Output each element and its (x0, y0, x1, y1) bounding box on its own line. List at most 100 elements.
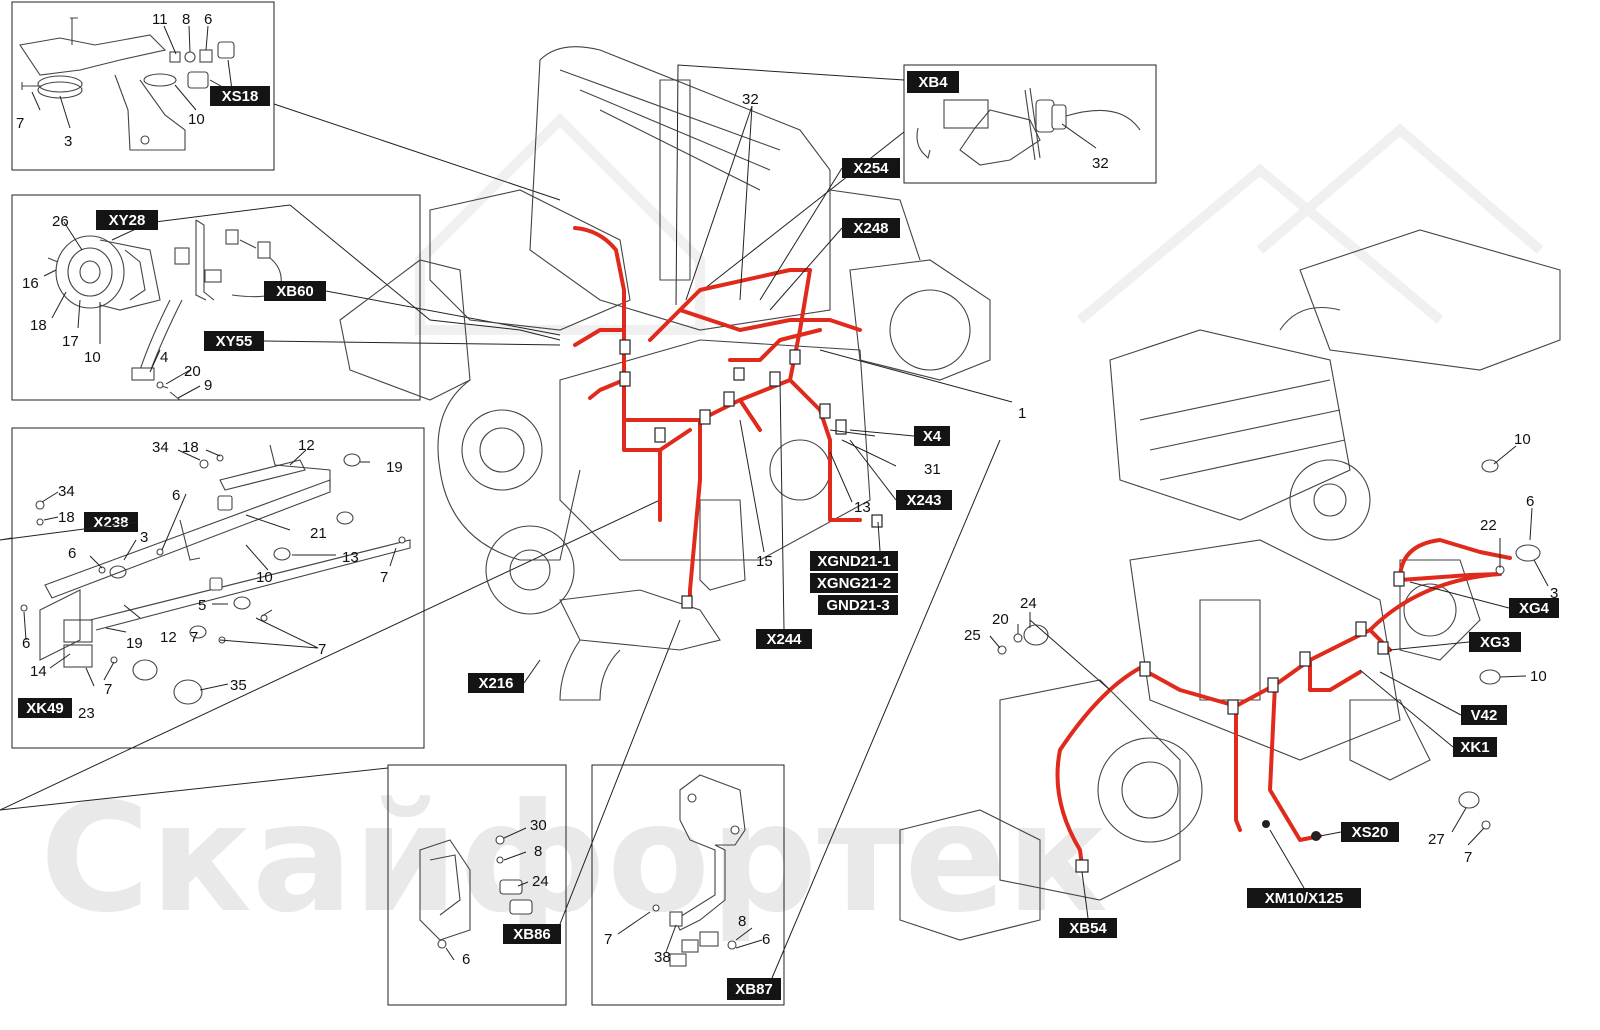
panel-xb4-frame (903, 64, 1157, 184)
callout-7b: 7 (318, 641, 326, 658)
callout-26: 26 (52, 213, 69, 230)
panel-xs18-frame (11, 1, 275, 171)
callout-8: 8 (738, 913, 746, 930)
tag-x4: X4 (914, 426, 950, 446)
svg-text:X244: X244 (766, 631, 802, 648)
panel-x238: 34 18 12 19 6 34 18 3 21 13 7 10 6 5 7 6… (0, 427, 661, 811)
callout-13: 13 (854, 499, 871, 516)
callout-25: 25 (964, 627, 981, 644)
callout-35: 35 (230, 677, 247, 694)
svg-text:XK1: XK1 (1460, 739, 1489, 756)
callout-17: 17 (62, 333, 79, 350)
callout-6: 6 (1526, 493, 1534, 510)
callout-6c: 6 (22, 635, 30, 652)
callout-6: 6 (204, 11, 212, 28)
callout-38: 38 (654, 949, 671, 966)
callout-10b: 10 (1530, 668, 1547, 685)
svg-text:X216: X216 (478, 675, 513, 692)
callout-20: 20 (184, 363, 201, 380)
callout-34b: 34 (58, 483, 75, 500)
callout-20: 20 (992, 611, 1009, 628)
callout-7c: 7 (104, 681, 112, 698)
callout-3: 3 (1550, 585, 1558, 602)
tag-xb86: XB86 (503, 924, 561, 944)
tag-x216: X216 (468, 673, 524, 693)
svg-text:XB54: XB54 (1069, 920, 1107, 937)
tag-xgnd21-1: XGND21-1 (810, 551, 898, 571)
callout-18b: 18 (58, 509, 75, 526)
svg-text:XB60: XB60 (276, 283, 314, 300)
tag-xs18: XS18 (210, 86, 270, 106)
callout-7: 7 (1464, 849, 1472, 866)
tag-xb54: XB54 (1059, 918, 1117, 938)
right-engine: 10 6 22 3 24 20 25 10 27 7 XG4 XG3 V42 X… (899, 229, 1561, 941)
callout-6b: 6 (68, 545, 76, 562)
svg-text:X4: X4 (923, 428, 942, 445)
panel-xs18: 11 8 6 7 3 10 XS18 (11, 1, 275, 171)
tag-x254: X254 (842, 158, 900, 178)
svg-text:XG4: XG4 (1519, 600, 1550, 617)
panel-xb87-frame (591, 764, 785, 1006)
tag-xk1: XK1 (1453, 737, 1497, 757)
callout-5: 5 (198, 597, 206, 614)
callout-19: 19 (386, 459, 403, 476)
callout-23: 23 (78, 705, 95, 722)
panel-xb87: 7 38 8 6 XB87 (591, 439, 1001, 1006)
panel-xb4: 32 XB4 (675, 64, 1157, 306)
svg-text:XY55: XY55 (216, 333, 253, 350)
svg-text:GND21-3: GND21-3 (826, 597, 889, 614)
callout-6: 6 (762, 931, 770, 948)
tag-xb4: XB4 (907, 71, 959, 93)
callout-7: 7 (380, 569, 388, 586)
callout-14: 14 (30, 663, 47, 680)
panel-xb86: 30 8 24 6 XB86 (0, 619, 681, 1006)
svg-text:XM10/X125: XM10/X125 (1265, 890, 1343, 907)
callout-19b: 19 (126, 635, 143, 652)
callout-15: 15 (756, 553, 773, 570)
callout-10: 10 (188, 111, 205, 128)
callout-22: 22 (1480, 517, 1497, 534)
callout-4: 4 (160, 349, 168, 366)
tag-xk49: XK49 (18, 698, 72, 718)
callout-3: 3 (64, 133, 72, 150)
callout-12: 12 (298, 437, 315, 454)
tag-xgng21-2: XGNG21-2 (810, 573, 898, 593)
callout-27: 27 (1428, 831, 1445, 848)
svg-text:XK49: XK49 (26, 700, 64, 717)
main-harness (573, 226, 883, 609)
panel-xy28-frame (11, 194, 421, 401)
callout-1: 1 (1018, 405, 1026, 422)
svg-text:X238: X238 (93, 514, 128, 531)
tag-v42: V42 (1461, 705, 1507, 725)
callout-10: 10 (1514, 431, 1531, 448)
callout-9: 9 (204, 377, 212, 394)
tag-gnd21-3: GND21-3 (818, 595, 898, 615)
svg-text:XB4: XB4 (918, 74, 948, 91)
svg-text:XY28: XY28 (109, 212, 146, 229)
right-harness (1055, 538, 1512, 873)
svg-text:X248: X248 (853, 220, 888, 237)
svg-text:XGND21-1: XGND21-1 (817, 553, 890, 570)
callout-30: 30 (530, 817, 547, 834)
watermark-text: Скайфортек (40, 772, 1108, 946)
tag-x248: X248 (842, 218, 900, 238)
panel-x238-frame (11, 427, 425, 749)
callout-34: 34 (152, 439, 169, 456)
callout-18: 18 (30, 317, 47, 334)
svg-text:X243: X243 (906, 492, 941, 509)
svg-text:XS18: XS18 (222, 88, 259, 105)
svg-text:V42: V42 (1471, 707, 1498, 724)
callout-7: 7 (604, 931, 612, 948)
panel-xy28: 26 16 18 17 10 4 20 9 XY28 XB60 XY55 (11, 103, 561, 401)
svg-text:XGNG21-2: XGNG21-2 (817, 575, 891, 592)
callout-12b: 12 (160, 629, 177, 646)
svg-text:X254: X254 (853, 160, 889, 177)
tag-x238: X238 (84, 512, 138, 532)
main-engine: 32 1 31 13 15 X254 X248 X4 X243 XGND21-1… (339, 46, 1026, 701)
callout-6: 6 (172, 487, 180, 504)
tag-xy28: XY28 (96, 210, 158, 230)
watermark: Скайфортек (40, 112, 1544, 946)
callout-8: 8 (182, 11, 190, 28)
tag-xm10-x125: XM10/X125 (1247, 888, 1361, 908)
